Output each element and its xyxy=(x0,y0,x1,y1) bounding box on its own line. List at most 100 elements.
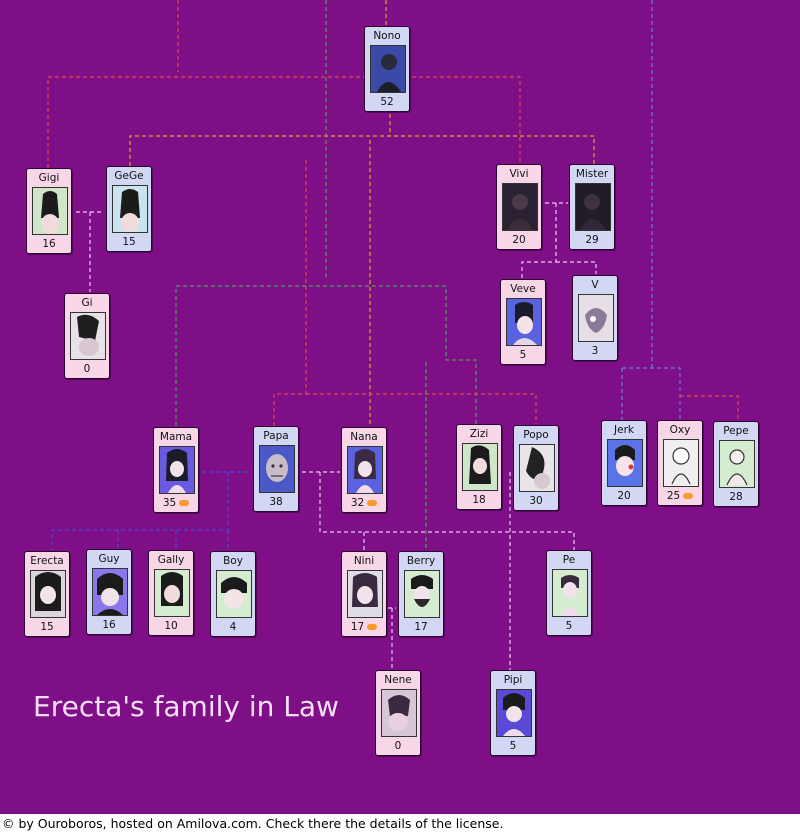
member-name: Vivi xyxy=(509,168,529,180)
age-value: 5 xyxy=(519,349,527,361)
age-value: 16 xyxy=(42,238,56,250)
member-name: Pipi xyxy=(503,674,523,686)
member-age: 20 xyxy=(602,490,646,502)
egg-icon xyxy=(683,493,694,499)
member-card-pe: Pe 5 xyxy=(546,550,592,636)
member-name: Gigi xyxy=(38,172,60,184)
connector-lines xyxy=(47,0,739,670)
portrait xyxy=(575,183,611,231)
age-value: 20 xyxy=(512,234,526,246)
portrait xyxy=(496,689,532,737)
age-value: 17 xyxy=(414,621,428,633)
member-card-guy: Guy 16 xyxy=(86,549,132,635)
connector-line xyxy=(319,472,575,550)
member-age: 29 xyxy=(570,234,614,246)
member-age: 4 xyxy=(211,621,255,633)
member-name: Boy xyxy=(223,555,243,567)
member-age: 25 xyxy=(658,490,702,502)
portrait xyxy=(347,446,383,494)
portrait xyxy=(154,569,190,617)
egg-icon xyxy=(367,500,378,506)
age-value: 5 xyxy=(565,620,573,632)
portrait xyxy=(112,185,148,233)
age-value: 32 xyxy=(350,497,365,509)
member-name: Oxy xyxy=(669,424,691,436)
member-age: 10 xyxy=(149,620,193,632)
age-value: 3 xyxy=(591,345,599,357)
member-card-berry: Berry 17 xyxy=(398,551,444,637)
member-age: 5 xyxy=(491,740,535,752)
member-age: 52 xyxy=(365,96,409,108)
member-age: 20 xyxy=(497,234,541,246)
member-age: 5 xyxy=(547,620,591,632)
portrait xyxy=(30,570,66,618)
member-name: Popo xyxy=(523,429,549,441)
egg-icon xyxy=(179,500,190,506)
portrait xyxy=(159,446,195,494)
member-age: 32 xyxy=(342,497,386,509)
connector-line xyxy=(622,367,681,420)
portrait xyxy=(462,443,498,491)
member-card-erecta: Erecta 15 xyxy=(24,551,70,637)
age-value: 29 xyxy=(585,234,599,246)
age-value: 4 xyxy=(229,621,237,633)
member-card-gally: Gally 10 xyxy=(148,550,194,636)
age-value: 28 xyxy=(729,491,743,503)
connector-line xyxy=(306,393,537,424)
member-card-pipi: Pipi 5 xyxy=(490,670,536,756)
age-value: 17 xyxy=(350,621,365,633)
member-name: Veve xyxy=(510,283,536,295)
portrait xyxy=(370,45,406,93)
member-name: Jerk xyxy=(614,424,634,436)
member-age: 16 xyxy=(27,238,71,250)
member-age: 5 xyxy=(501,349,545,361)
member-card-popo: Popo 30 xyxy=(513,425,559,511)
connector-line xyxy=(680,395,739,420)
member-age: 35 xyxy=(154,497,198,509)
member-card-jerk: Jerk 20 xyxy=(601,420,647,506)
member-card-gigi: Gigi 16 xyxy=(26,168,72,254)
connector-line xyxy=(273,160,307,426)
member-name: Papa xyxy=(263,430,289,442)
connector-line xyxy=(175,285,477,426)
age-value: 18 xyxy=(472,494,486,506)
member-name: Zizi xyxy=(469,428,489,440)
member-card-papa: Papa 38 xyxy=(253,426,299,512)
member-card-nene: Nene 0 xyxy=(375,670,421,756)
portrait xyxy=(70,312,106,360)
member-name: Pe xyxy=(562,554,576,566)
portrait xyxy=(506,298,542,346)
member-name: Gally xyxy=(157,554,185,566)
portrait xyxy=(502,183,538,231)
portrait xyxy=(32,187,68,235)
member-age: 0 xyxy=(65,363,109,375)
connector-line xyxy=(521,203,557,278)
member-age: 28 xyxy=(714,491,758,503)
member-card-gi: Gi 0 xyxy=(64,293,110,379)
portrait xyxy=(719,440,755,488)
member-name: Nene xyxy=(384,674,412,686)
age-value: 16 xyxy=(102,619,116,631)
member-age: 3 xyxy=(573,345,617,357)
portrait xyxy=(404,570,440,618)
age-value: 15 xyxy=(40,621,54,633)
portrait xyxy=(381,689,417,737)
age-value: 52 xyxy=(380,96,394,108)
member-name: V xyxy=(591,279,599,291)
age-value: 25 xyxy=(666,490,681,502)
age-value: 15 xyxy=(122,236,136,248)
member-card-nana: Nana 32 xyxy=(341,427,387,513)
member-name: Erecta xyxy=(30,555,64,567)
license-footer: © by Ouroboros, hosted on Amilova.com. C… xyxy=(2,816,504,831)
member-name: Nono xyxy=(373,30,401,42)
age-value: 35 xyxy=(162,497,177,509)
member-card-mister: Mister 29 xyxy=(569,164,615,250)
portrait xyxy=(92,568,128,616)
age-value: 10 xyxy=(164,620,178,632)
family-tree-canvas: Nono 52 Gigi 16 GeGe 15 Vivi 20 Mister 2… xyxy=(0,0,800,814)
member-age: 0 xyxy=(376,740,420,752)
member-card-v: V 3 xyxy=(572,275,618,361)
connector-line xyxy=(129,135,595,166)
member-name: Gi xyxy=(81,297,93,309)
portrait xyxy=(259,445,295,493)
